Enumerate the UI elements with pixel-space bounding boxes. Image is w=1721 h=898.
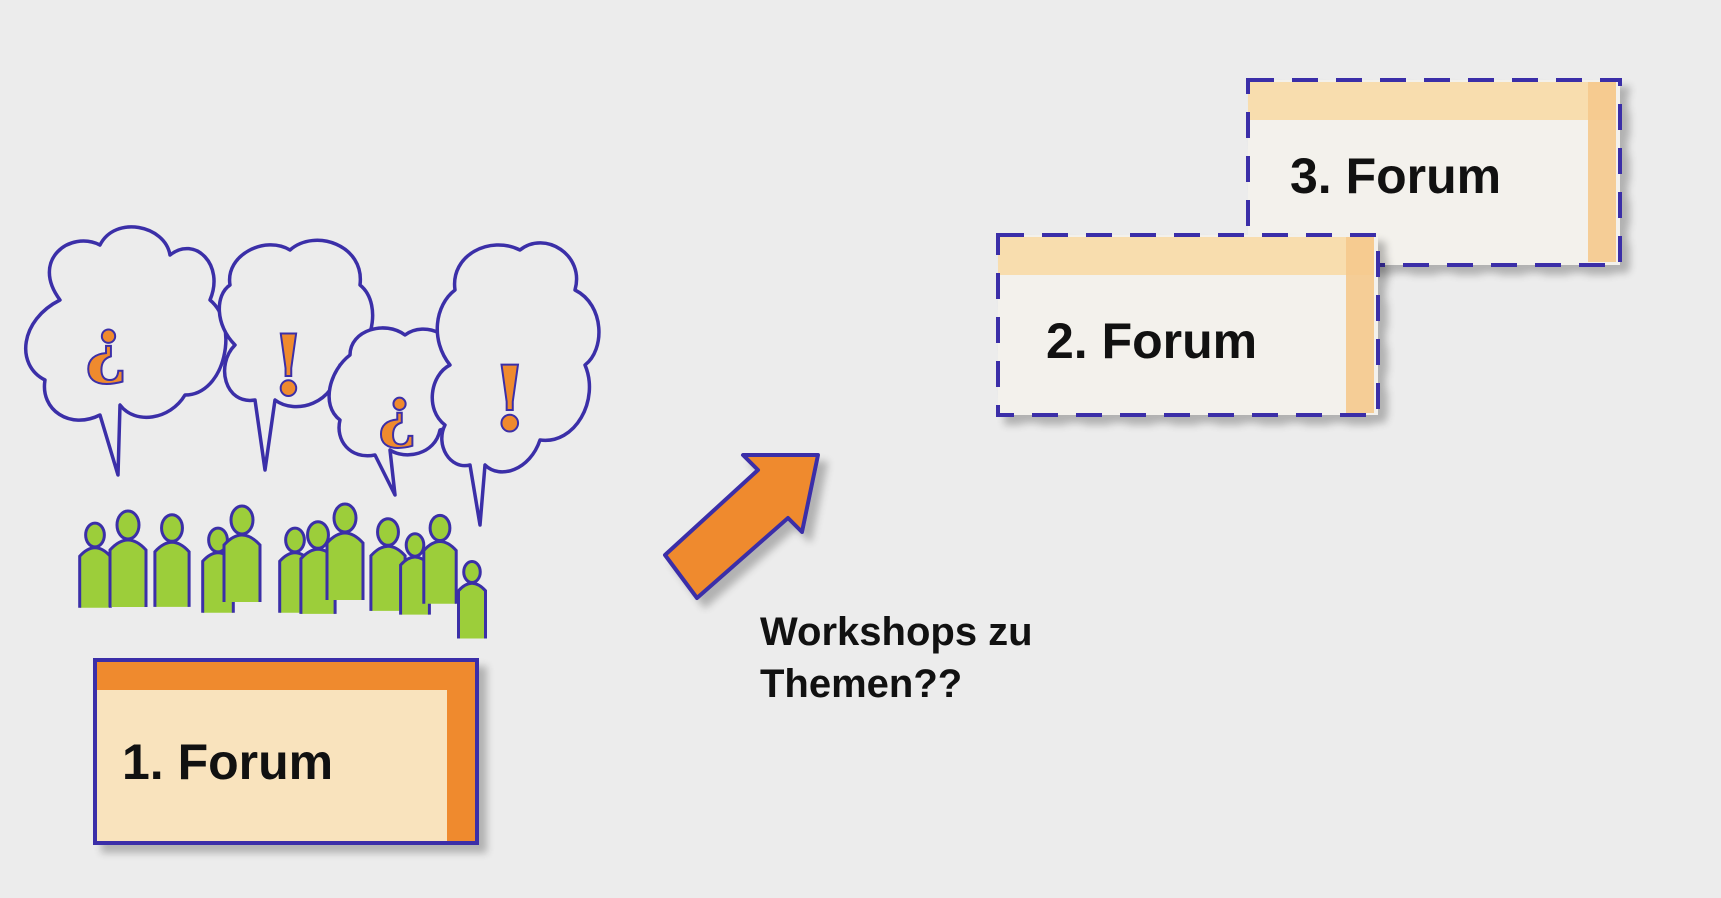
first-forum-box [93, 658, 479, 845]
second-forum-label: 2. Forum [1046, 313, 1258, 369]
person-icon [222, 504, 262, 602]
bubble-symbols: ¿ ! ¿ ! [84, 301, 531, 453]
caption-line-1: Workshops zu [760, 610, 1033, 654]
thought-bubbles [23, 225, 601, 527]
exclamation-mark-icon: ! [270, 316, 307, 415]
workshops-caption: Workshops zu Themen?? [760, 606, 1033, 710]
person-icon [108, 509, 148, 607]
thought-bubble [23, 225, 228, 477]
question-mark-icon: ¿ [378, 373, 417, 451]
orange-arrow [663, 453, 820, 600]
person-icon [153, 513, 191, 607]
thought-bubble [327, 326, 468, 497]
person-icon [422, 513, 458, 604]
second-forum-box [996, 233, 1380, 417]
person-icon [369, 517, 407, 611]
person-icon [325, 502, 365, 600]
thought-bubble [430, 241, 601, 527]
caption-line-2: Themen?? [760, 662, 963, 706]
person-icon [78, 521, 112, 608]
question-mark-icon: ¿ [85, 302, 127, 387]
people-crowd [78, 502, 487, 639]
first-forum-label: 1. Forum [122, 734, 334, 790]
third-forum-label: 3. Forum [1290, 148, 1502, 204]
person-icon [457, 560, 487, 639]
exclamation-mark-icon: ! [490, 346, 530, 452]
